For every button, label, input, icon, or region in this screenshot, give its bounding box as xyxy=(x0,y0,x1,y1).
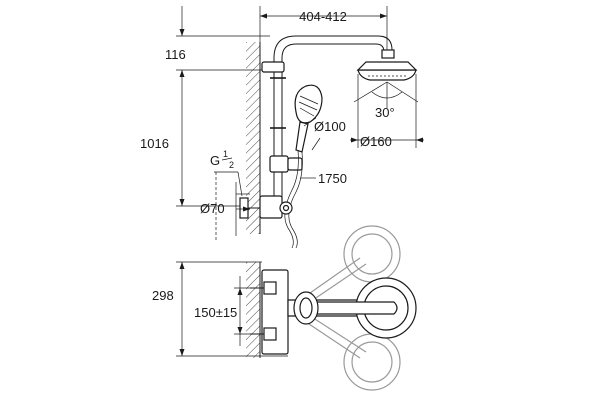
dim-arm-width: 404-412 xyxy=(259,6,388,50)
mixer-handle-top xyxy=(263,281,277,295)
mixer-outlet-inner xyxy=(282,204,290,212)
head-shower-top xyxy=(356,61,418,71)
front-view xyxy=(215,35,419,249)
dim-height: 116 1016 xyxy=(140,6,270,207)
dim-arm-width-label: 404-412 xyxy=(299,9,347,24)
rosette-label: Ø70 xyxy=(200,201,225,216)
shower-arm-inner xyxy=(281,43,385,59)
mixer-body-front xyxy=(259,195,283,219)
hose-length-label: 1750 xyxy=(318,171,347,186)
dim-hose: 1750 xyxy=(300,171,347,186)
dim-total-height-label: 1016 xyxy=(140,136,169,151)
hand-shower-label: Ø100 xyxy=(314,119,346,134)
thread-den: 2 xyxy=(229,160,234,170)
dim-centre: 150±15 xyxy=(194,276,264,346)
mixer-handle-bottom xyxy=(263,327,277,341)
swing-head-bottom-inner xyxy=(351,341,393,383)
dim-hand-shower: Ø100 xyxy=(303,117,346,151)
head-shower xyxy=(357,69,417,81)
swing-head-top-inner xyxy=(351,233,393,275)
thread-num: 1 xyxy=(223,149,228,159)
hand-shower-holder xyxy=(269,155,289,173)
dim-depth: 298 xyxy=(152,261,288,357)
dim-rosette: Ø70 xyxy=(200,201,250,216)
wall-hatch xyxy=(246,42,260,234)
head-shower-label: Ø160 xyxy=(360,134,392,149)
top-wall-bracket xyxy=(261,61,285,73)
angle-line-right xyxy=(386,81,419,103)
centre-distance-label: 150±15 xyxy=(194,305,237,320)
wall-hatch-top xyxy=(246,262,260,358)
thread-main: G xyxy=(210,153,220,168)
head-connector xyxy=(381,49,395,59)
tilt-angle-label: 30° xyxy=(375,105,395,120)
top-view xyxy=(246,225,417,391)
slider-knob xyxy=(287,157,303,171)
hand-shower xyxy=(294,84,323,153)
angle-line-left xyxy=(353,81,388,103)
mixer-depth-label: 298 xyxy=(152,288,174,303)
dim-head-shower: Ø160 xyxy=(350,74,424,149)
thread-label: G 1 2 xyxy=(210,149,243,197)
shower-arm xyxy=(273,35,393,59)
dim-top-offset-label: 116 xyxy=(165,47,186,62)
